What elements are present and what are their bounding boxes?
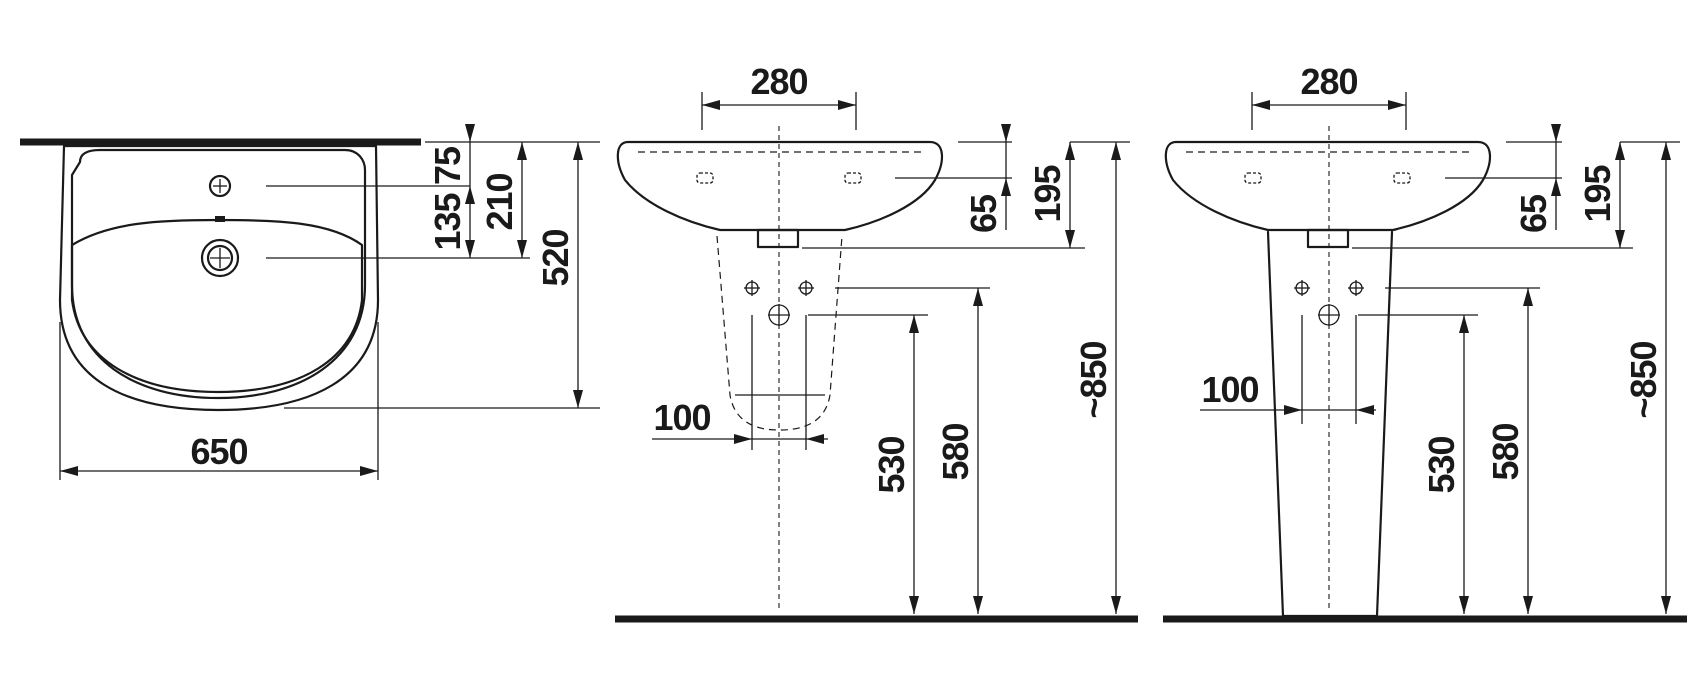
dim-waste-hole: 210 (479, 173, 520, 230)
basin-bowl (70, 218, 364, 394)
wall-fixing-right-icon-2 (1348, 280, 1364, 296)
wall-fixing-right-icon (798, 280, 814, 296)
dim-overflow-1: 65 (963, 194, 1004, 233)
dim-trap-width-1: 100 (653, 397, 710, 438)
half-pedestal-outline (716, 235, 843, 431)
fixing-hole-right-icon (844, 172, 862, 184)
tap-hole-icon (208, 174, 232, 198)
fixing-hole-left-icon (696, 172, 714, 184)
basin-inner-rim (70, 148, 367, 400)
dim-trap-width-2: 100 (1201, 369, 1258, 410)
dim-waste-height-2: 195 (1577, 164, 1618, 222)
dim-tap-to-waste: 135 (427, 192, 468, 250)
basin-front (616, 140, 943, 232)
pedestal-outline (1266, 230, 1394, 618)
dim-tap-hole: 75 (427, 146, 468, 185)
fixing-hole-right-icon-2 (1393, 172, 1411, 184)
waste-outlet-icon-2 (1318, 304, 1340, 326)
dim-supply-height-1: 530 (871, 436, 912, 493)
basin-outline-top (58, 144, 380, 412)
front-view-pedestal: 280 65 195 ~850 580 530 (1163, 61, 1687, 623)
wall-fixing-left-icon (744, 280, 760, 296)
basin-front-2 (1164, 140, 1491, 232)
top-view: 75 135 210 520 650 (20, 124, 600, 480)
dim-fixing-height-1: 580 (935, 423, 976, 480)
overflow-slot (215, 216, 225, 222)
dim-fixing-spacing-2: 280 (1300, 61, 1357, 102)
dim-overflow-2: 65 (1513, 194, 1554, 233)
dim-fixing-height-2: 580 (1485, 423, 1526, 480)
dim-total-height-2: ~850 (1623, 341, 1664, 418)
dim-depth: 520 (535, 229, 576, 286)
waste-outlet-icon (768, 304, 790, 326)
front-view-halfpedestal: 280 65 195 ~850 580 530 (615, 61, 1138, 623)
dim-fixing-spacing-1: 280 (750, 61, 807, 102)
dim-width: 650 (190, 431, 247, 472)
waste-hole-icon (200, 238, 240, 278)
wall-fixing-left-icon-2 (1294, 280, 1310, 296)
dim-waste-height-1: 195 (1027, 164, 1068, 222)
fixing-hole-left-icon-2 (1244, 172, 1262, 184)
dim-supply-height-2: 530 (1421, 436, 1462, 493)
dim-total-height-1: ~850 (1073, 341, 1114, 418)
